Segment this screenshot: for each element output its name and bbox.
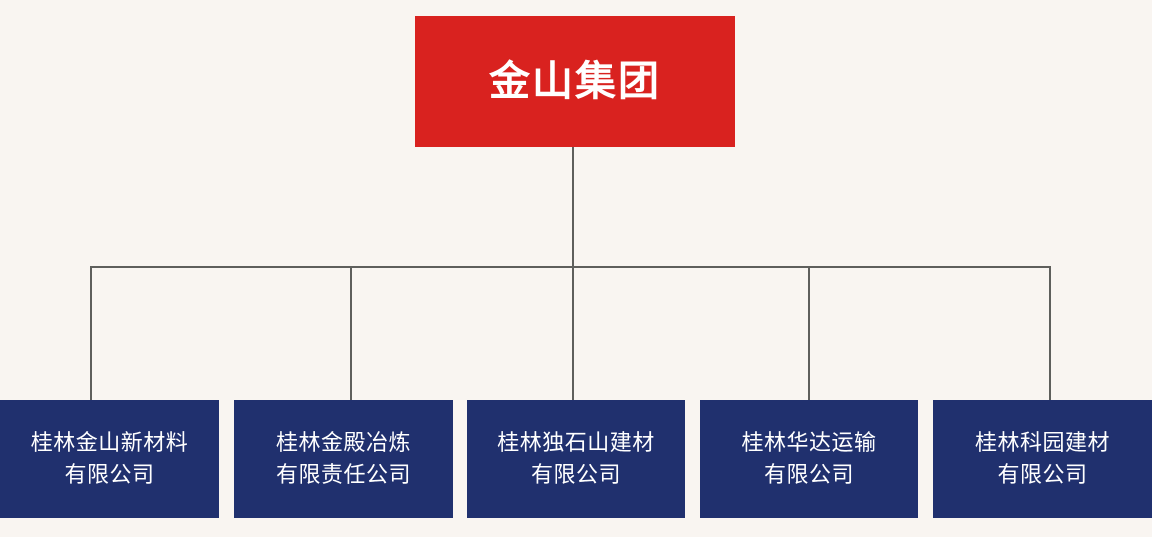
- connector-horizontal-bus: [90, 266, 1051, 268]
- connector-drop-4: [808, 266, 810, 400]
- org-node-child-5[interactable]: 桂林科园建材 有限公司: [933, 400, 1152, 518]
- org-node-child-3[interactable]: 桂林独石山建材 有限公司: [467, 400, 685, 518]
- connector-drop-5: [1049, 266, 1051, 400]
- org-node-child-2[interactable]: 桂林金殿冶炼 有限责任公司: [234, 400, 453, 518]
- connector-drop-3: [572, 266, 574, 400]
- org-node-child-4[interactable]: 桂林华达运输 有限公司: [700, 400, 918, 518]
- org-node-child-3-label: 桂林独石山建材 有限公司: [497, 430, 655, 487]
- connector-drop-2: [350, 266, 352, 400]
- org-node-child-4-label: 桂林华达运输 有限公司: [741, 430, 877, 487]
- org-node-child-5-label: 桂林科园建材 有限公司: [974, 430, 1110, 487]
- org-children-row: 桂林金山新材料 有限公司 桂林金殿冶炼 有限责任公司 桂林独石山建材 有限公司 …: [0, 400, 1152, 518]
- org-node-child-1-label: 桂林金山新材料 有限公司: [30, 430, 189, 487]
- org-node-root-label: 金山集团: [489, 57, 661, 104]
- connector-root-stem: [572, 147, 574, 268]
- org-node-child-1[interactable]: 桂林金山新材料 有限公司: [0, 400, 219, 518]
- org-node-root[interactable]: 金山集团: [415, 16, 735, 147]
- connector-drop-1: [90, 266, 92, 400]
- org-node-child-2-label: 桂林金殿冶炼 有限责任公司: [275, 430, 411, 487]
